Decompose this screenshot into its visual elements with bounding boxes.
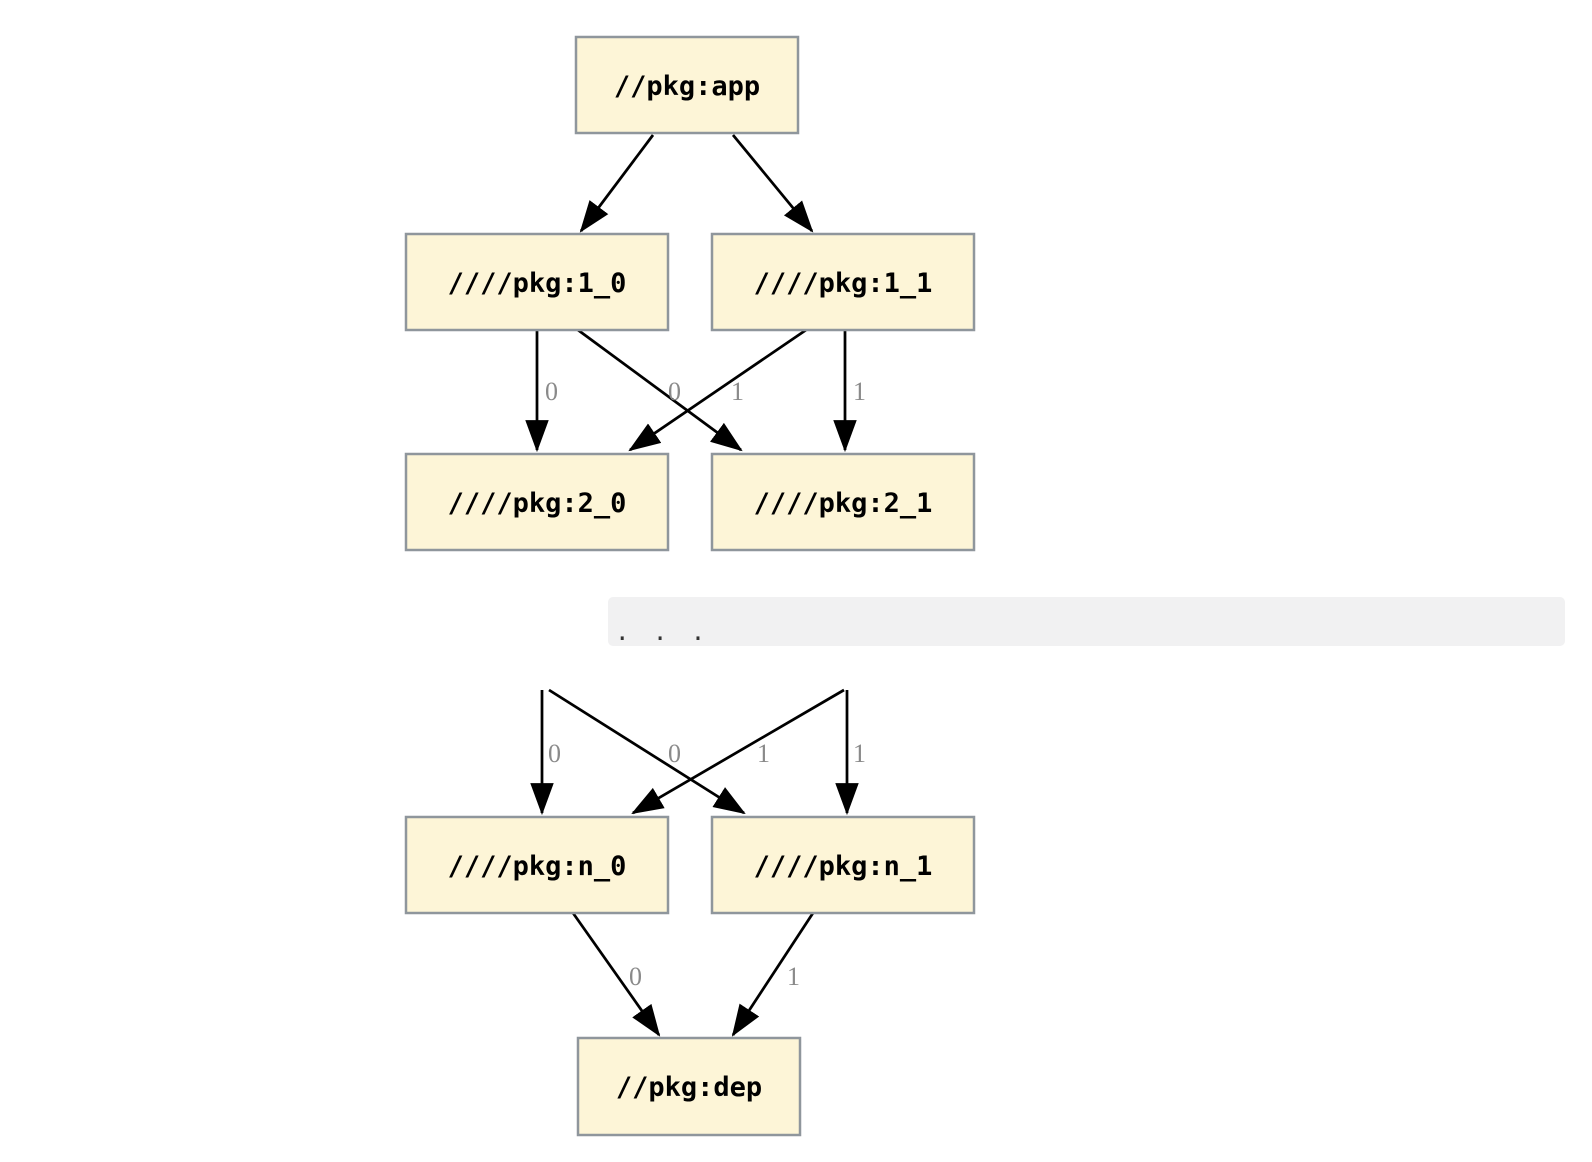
edge-label: 1 <box>853 739 866 768</box>
node-1_0-box <box>404 232 670 332</box>
node-2_1: ////pkg:2_1 <box>710 452 976 552</box>
edge-label: 0 <box>668 739 681 768</box>
node-2_1-label: ////pkg:2_1 <box>754 488 933 519</box>
node-n_0-label: ////pkg:n_0 <box>448 851 627 882</box>
node-1_1: ////pkg:1_1 <box>710 232 976 332</box>
node-dep: //pkg:dep <box>576 1036 802 1137</box>
edge-1_1-2_0 <box>628 328 807 452</box>
edge-app-1_0 <box>579 134 655 233</box>
node-2_0: ////pkg:2_0 <box>404 452 670 552</box>
edge-label: 1 <box>787 962 800 991</box>
ellipsis-bar: . . . <box>608 597 1565 646</box>
node-n_1-box <box>710 815 976 915</box>
edge-label: 1 <box>757 739 770 768</box>
node-2_0-label: ////pkg:2_0 <box>448 488 627 519</box>
edge-label: 1 <box>853 377 866 406</box>
edge-n_1-dep <box>731 912 815 1037</box>
node-app-box <box>574 35 800 135</box>
node-1_1-box <box>710 232 976 332</box>
node-1_0-label: ////pkg:1_0 <box>448 268 627 299</box>
edge-label: 1 <box>731 377 744 406</box>
node-dep-label: //pkg:dep <box>616 1072 762 1103</box>
edge-1_0-2_1 <box>577 328 743 452</box>
node-n_0: ////pkg:n_0 <box>404 815 670 915</box>
ellipsis-bar-background <box>608 597 1565 646</box>
node-n_1: ////pkg:n_1 <box>710 815 976 915</box>
node-2_0-box <box>404 452 670 552</box>
node-2_1-box <box>710 452 976 552</box>
node-app-label: //pkg:app <box>614 71 760 102</box>
edges-layer <box>525 134 859 1037</box>
node-n_1-label: ////pkg:n_1 <box>754 851 933 882</box>
node-1_1-label: ////pkg:1_1 <box>754 268 933 299</box>
edge-label: 0 <box>548 739 561 768</box>
edge-labels-layer: 0 1 0 1 0 1 0 1 0 1 <box>545 377 866 991</box>
edge-ellipsis-n_0-diagonal <box>631 688 845 815</box>
edge-ellipsis-n_1-diagonal <box>548 688 746 815</box>
edge-label: 0 <box>629 962 642 991</box>
edge-label: 0 <box>545 377 558 406</box>
nodes-layer: //pkg:app ////pkg:1_0 ////pkg:1_1 ////pk… <box>404 35 976 1137</box>
edge-label: 0 <box>668 377 681 406</box>
node-app: //pkg:app <box>574 35 800 135</box>
node-1_0: ////pkg:1_0 <box>404 232 670 332</box>
node-dep-box <box>576 1036 802 1137</box>
node-n_0-box <box>404 815 670 915</box>
edge-n_0-dep <box>571 912 661 1037</box>
edge-app-1_1 <box>731 134 814 233</box>
ellipsis-text: . . . <box>615 618 710 646</box>
